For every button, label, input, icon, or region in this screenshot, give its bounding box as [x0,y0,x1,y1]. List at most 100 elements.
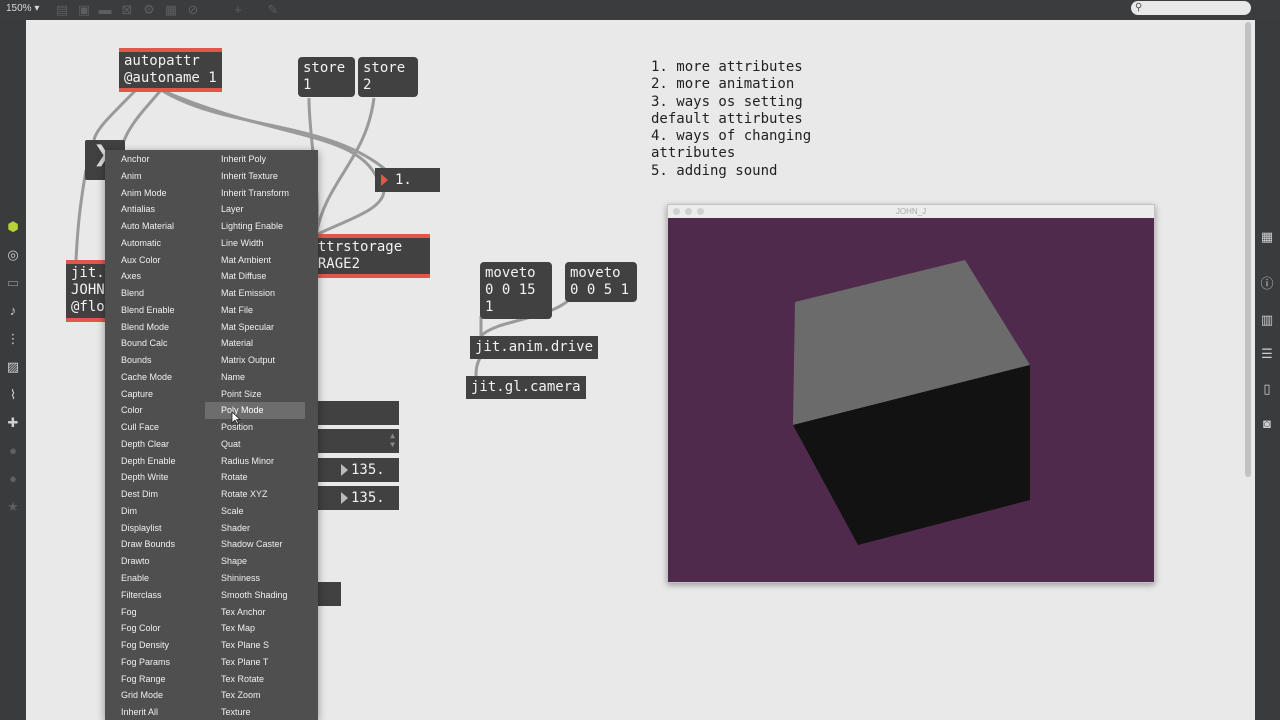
menu-item-shininess[interactable]: Shininess [221,573,261,583]
menu-item-tex-zoom[interactable]: Tex Zoom [221,690,261,701]
menu-item-name[interactable]: Name [221,371,246,382]
menu-item-fog[interactable]: Fog [121,606,137,617]
image-icon[interactable]: ▨ [6,359,20,374]
menu-item-material[interactable]: Material [221,338,254,349]
window-titlebar[interactable]: JOHN_J [668,205,1154,218]
eraser-icon[interactable]: ✎ [267,2,279,17]
menu-item-mat-file[interactable]: Mat File [221,304,254,315]
paperclip-icon[interactable]: ⌇ [9,387,17,402]
menu-item-inherit-texture[interactable]: Inherit Texture [221,170,278,181]
menu-item-texture[interactable]: Texture [221,707,251,718]
menu-item-radius-minor[interactable]: Radius Minor [221,455,275,466]
menu-item-displaylist[interactable]: Displaylist [121,522,162,533]
menu-item-depth-clear[interactable]: Depth Clear [121,438,170,449]
gear-icon[interactable]: ⚙ [143,2,155,17]
jitter-render-window[interactable]: JOHN_J [667,204,1155,583]
moveto-message-1[interactable]: moveto 0 0 15 1 [480,262,552,319]
menu-item-lighting-enable[interactable]: Lighting Enable [221,221,284,232]
menu-item-axes[interactable]: Axes [121,271,142,282]
menu-item-automatic[interactable]: Automatic [121,237,162,248]
zoom-selector[interactable]: 150% ▾ [6,3,40,14]
menu-item-dest-dim[interactable]: Dest Dim [121,489,159,500]
menu-item-rotate-xyz[interactable]: Rotate XYZ [221,489,268,500]
menu-item-bounds[interactable]: Bounds [121,355,152,366]
rotate-x-number[interactable]: 135. [311,458,399,482]
menu-item-inherit-all[interactable]: Inherit All [121,707,159,718]
puzzle-icon[interactable]: ✚ [7,415,19,430]
menu-item-dim[interactable]: Dim [121,505,137,516]
menu-item-line-width[interactable]: Line Width [221,237,264,248]
menu-item-rotate[interactable]: Rotate [221,472,248,483]
menu-item-enable[interactable]: Enable [121,573,150,583]
grid-icon[interactable]: ▣ [77,2,91,17]
menu-item-depth-enable[interactable]: Depth Enable [121,455,176,466]
jit-world-object[interactable]: jit.w JOHN_ @flo [66,260,111,322]
target-icon[interactable]: ◎ [7,247,19,262]
menu-item-drawto[interactable]: Drawto [121,556,150,567]
menu-item-auto-material[interactable]: Auto Material [121,221,175,232]
menu-item-mat-ambient[interactable]: Mat Ambient [221,254,272,265]
menu-item-draw-bounds[interactable]: Draw Bounds [121,539,176,550]
zoom-window-icon[interactable] [697,208,704,215]
menu-item-point-size[interactable]: Point Size [221,388,262,399]
menu-item-inherit-transform[interactable]: Inherit Transform [221,187,290,198]
list-icon[interactable]: ☰ [1261,346,1273,361]
menu-item-scale[interactable]: Scale [221,505,244,516]
render-view[interactable] [668,218,1154,582]
menu-item-anim-mode[interactable]: Anim Mode [121,187,167,198]
menu-item-layer[interactable]: Layer [221,204,244,215]
star-icon[interactable]: ★ [7,499,19,514]
menu-item-grid-mode[interactable]: Grid Mode [121,690,164,701]
pattrstorage-object[interactable]: pattrstorage TORAGE2 [296,234,430,278]
menu-item-tex-plane-t[interactable]: Tex Plane T [221,656,269,667]
menu-item-tex-map[interactable]: Tex Map [221,623,256,634]
info-icon[interactable]: ⓘ [1260,276,1274,291]
menu-item-blend-mode[interactable]: Blend Mode [121,321,170,332]
minimize-window-icon[interactable] [685,208,692,215]
jit-anim-drive-object[interactable]: jit.anim.drive [470,336,599,359]
grid-icon[interactable]: ▦ [1260,229,1274,244]
float-number-box[interactable]: 1. [375,168,440,192]
menu-item-filterclass[interactable]: Filterclass [121,589,162,600]
rotate-y-number[interactable]: 135. [311,486,399,510]
menu-item-fog-color[interactable]: Fog Color [121,623,161,634]
autopattr-object[interactable]: autopattr @autoname 1 [119,48,222,92]
note-icon[interactable]: ♪ [9,303,17,318]
menu-item-tex-anchor[interactable]: Tex Anchor [221,606,266,617]
menu-item-inherit-poly[interactable]: Inherit Poly [221,154,267,164]
menu-item-poly-mode[interactable]: Poly Mode [205,402,305,420]
vertical-scrollbar[interactable] [1245,22,1251,477]
menu-item-mat-specular[interactable]: Mat Specular [221,321,275,332]
menu-item-bound-calc[interactable]: Bound Calc [121,338,168,349]
menu-item-tex-plane-s[interactable]: Tex Plane S [221,640,270,651]
moveto-message-2[interactable]: moveto 0 0 5 1 [565,262,637,302]
menu-item-shape[interactable]: Shape [221,556,248,567]
link-icon[interactable]: ⊘ [187,2,199,17]
menu-item-smooth-shading[interactable]: Smooth Shading [221,589,288,600]
menu-item-quat[interactable]: Quat [221,438,241,449]
menu-item-aux-color[interactable]: Aux Color [121,254,161,265]
close-icon[interactable]: ⊠ [121,2,133,17]
attribute-box[interactable] [311,401,399,425]
columns-icon[interactable]: ▥ [1260,312,1274,327]
store-1-message[interactable]: store 1 [298,57,355,97]
menu-item-position[interactable]: Position [221,422,254,433]
plus-icon[interactable]: + [234,2,242,17]
jit-gl-camera-object[interactable]: jit.gl.camera [466,376,586,399]
cube-icon[interactable]: ⬢ [7,219,19,234]
menu-item-antialias[interactable]: Antialias [121,204,156,215]
menu-item-blend-enable[interactable]: Blend Enable [121,304,175,315]
menu-item-fog-range[interactable]: Fog Range [121,673,166,684]
menu-item-capture[interactable]: Capture [121,388,154,399]
menu-item-tex-rotate[interactable]: Tex Rotate [221,673,265,684]
menu-item-fog-params[interactable]: Fog Params [121,656,171,667]
book-icon[interactable]: ▯ [1263,381,1271,396]
comment-icon[interactable]: ▬ [98,2,112,17]
menu-item-cull-face[interactable]: Cull Face [121,422,160,433]
tree-icon[interactable]: ⋮ [6,331,20,346]
info-icon[interactable]: ● [9,471,17,486]
menu-item-matrix-output[interactable]: Matrix Output [221,355,276,366]
menu-item-anchor[interactable]: Anchor [121,154,150,164]
menu-item-depth-write[interactable]: Depth Write [121,472,169,483]
